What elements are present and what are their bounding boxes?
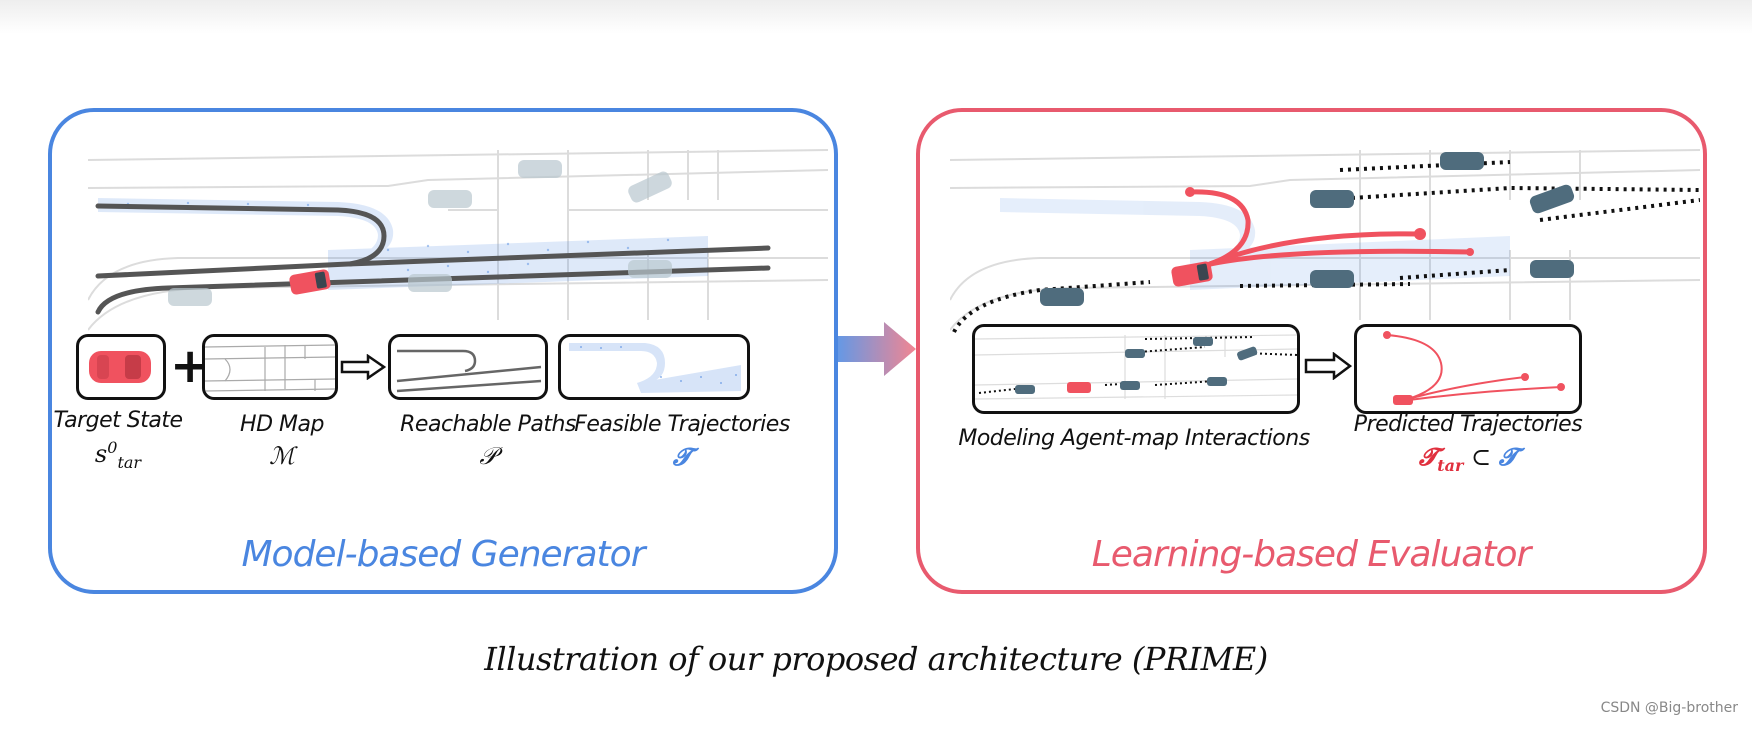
top-band (0, 0, 1752, 34)
predicted-trajectories-box (1354, 324, 1582, 414)
target-state-symbol-base: s (94, 440, 108, 468)
reachable-paths-label: Reachable Paths (400, 412, 576, 437)
generator-panel: + (48, 108, 838, 594)
generator-road-scene (88, 149, 828, 331)
agent-map-interactions-label: Modeling Agent-map Interactions (958, 426, 1310, 451)
subset-symbol: ⊂ (1463, 443, 1499, 471)
predicted-trajectories-symbol: 𝓣tar ⊂ 𝓣 (1419, 442, 1517, 475)
evaluator-road-scene (950, 149, 1700, 333)
arrow-to-predicted (1304, 352, 1352, 380)
hd-map-box (202, 334, 338, 400)
reachable-paths-symbol: 𝒫 (479, 442, 497, 470)
target-state-symbol-sup: 0 (107, 438, 118, 457)
evaluator-title: Learning-based Evaluator (1091, 534, 1532, 575)
predicted-symbol-base: 𝓣 (1418, 442, 1438, 471)
target-state-label: Target State (53, 408, 183, 433)
predicted-trajectories-label: Predicted Trajectories (1353, 412, 1583, 437)
generator-title: Model-based Generator (241, 534, 645, 575)
evaluator-panel: Modeling Agent-map Interactions Predicte… (916, 108, 1707, 594)
target-state-box (76, 334, 166, 400)
feasible-trajectories-symbol: 𝓣 (672, 442, 692, 471)
target-state-symbol: s0tar (95, 438, 141, 472)
reachable-paths-box (388, 334, 548, 400)
predicted-symbol-sub: tar (1437, 455, 1464, 475)
arrow-to-paths (340, 354, 386, 380)
feasible-trajectories-box (558, 334, 750, 400)
figure-caption: Illustration of our proposed architectur… (484, 640, 1268, 678)
feasible-trajectories-label: Feasible Trajectories (574, 412, 790, 437)
hd-map-symbol: ℳ (269, 442, 295, 470)
panel-transition-arrow (838, 322, 916, 376)
agent-map-interactions-box (972, 324, 1300, 414)
watermark: CSDN @Big-brother (1600, 700, 1738, 716)
target-state-symbol-sub: tar (117, 452, 142, 472)
superset-trajectory-symbol: 𝓣 (1498, 442, 1518, 471)
hd-map-label: HD Map (240, 412, 324, 437)
